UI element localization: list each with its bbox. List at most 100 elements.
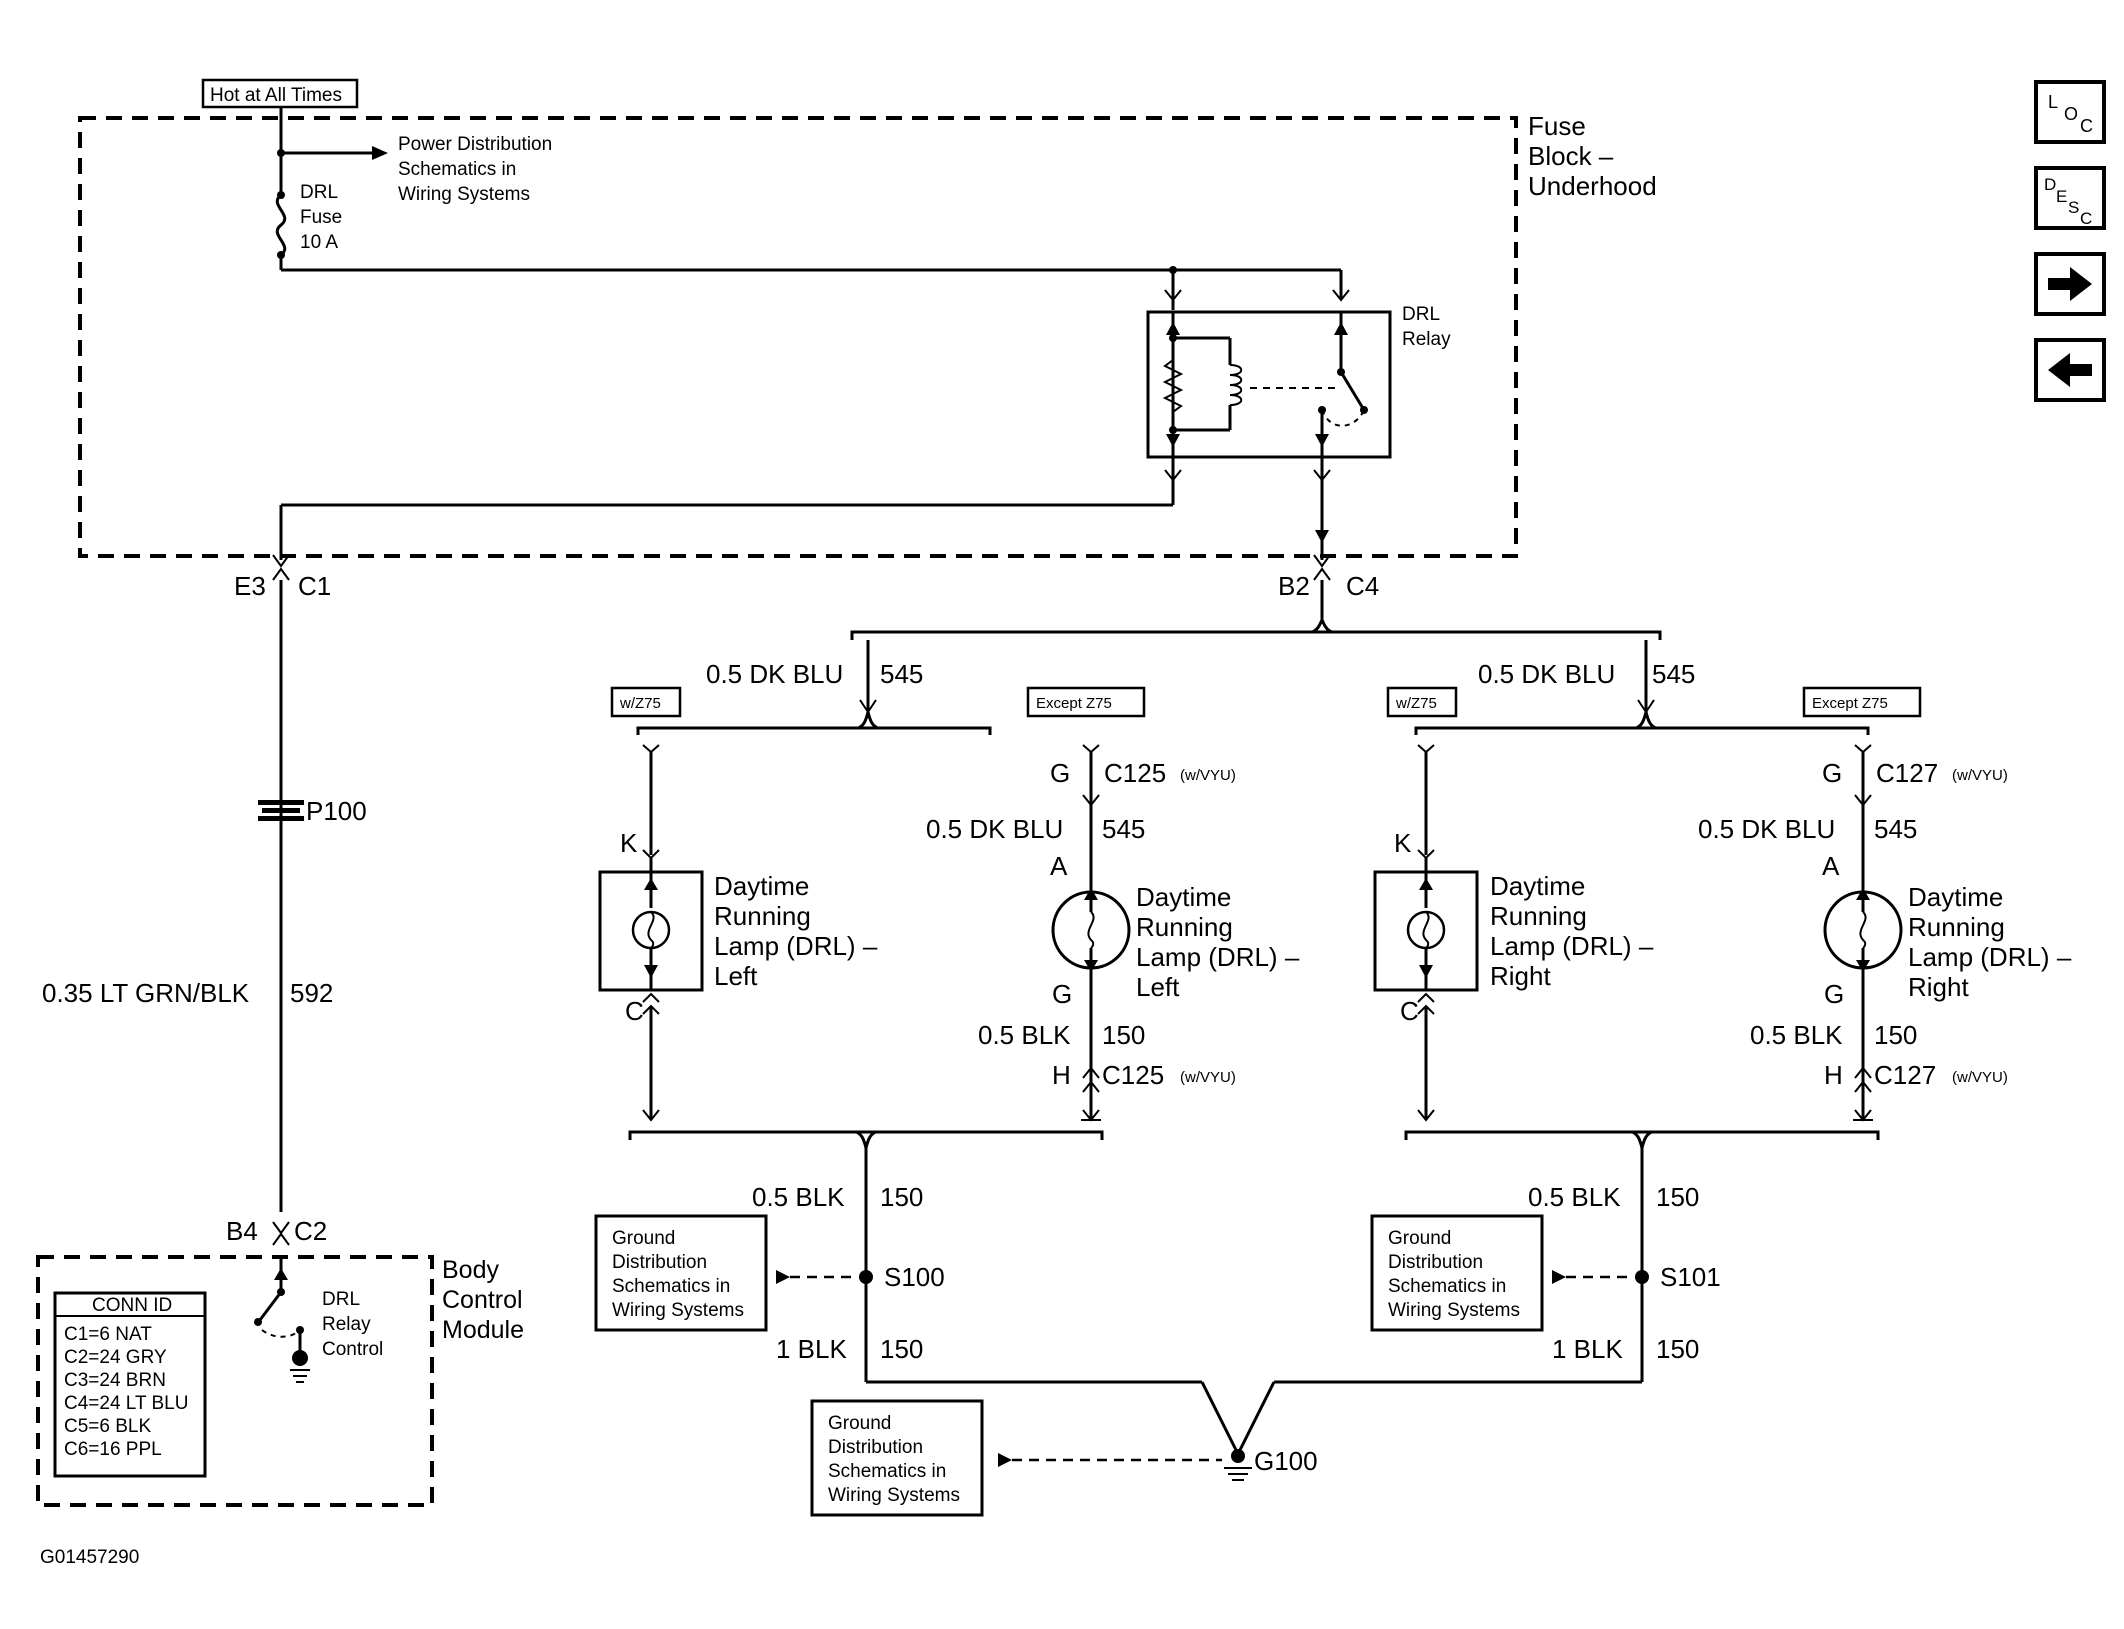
conn-id-row: C3=24 BRN [64, 1370, 166, 1391]
svg-text:545: 545 [1874, 814, 1917, 844]
relay-output-wires [279, 457, 1331, 560]
svg-text:545: 545 [1102, 814, 1145, 844]
svg-text:Running: Running [1908, 912, 2005, 942]
svg-text:G: G [1052, 979, 1072, 1009]
right-lamp-a-label: Daytime [1490, 871, 1585, 901]
svg-text:Lamp (DRL) –: Lamp (DRL) – [1490, 931, 1654, 961]
svg-text:Control: Control [322, 1339, 383, 1360]
svg-text:C127: C127 [1874, 1060, 1936, 1090]
svg-text:(w/VYU): (w/VYU) [1180, 1069, 1236, 1086]
left-lamp-a-label: Daytime [714, 871, 809, 901]
conn-id-row: C2=24 GRY [64, 1347, 167, 1368]
left-ground-bus [628, 1130, 1104, 1140]
svg-text:Schematics in: Schematics in [828, 1461, 946, 1482]
svg-text:Lamp (DRL) –: Lamp (DRL) – [1136, 942, 1300, 972]
svg-text:Block –: Block – [1528, 141, 1614, 171]
desc-button[interactable]: D E S C [2034, 166, 2106, 230]
fuse-block-underhood: Fuse Block – Underhood [78, 111, 1657, 558]
svg-text:Wiring Systems: Wiring Systems [398, 184, 530, 205]
body-control-module [36, 1255, 434, 1507]
svg-text:Right: Right [1490, 961, 1551, 991]
svg-text:0.5 BLK: 0.5 BLK [752, 1182, 845, 1212]
fuse-block-label: Fuse [1528, 111, 1586, 141]
distribution-bus [850, 630, 1662, 640]
conn-id-title: CONN ID [92, 1295, 172, 1316]
wire-592-number: 592 [290, 978, 333, 1008]
hot-at-all-times-label: Hot at All Times [201, 78, 359, 109]
s100-splice-wire [776, 1148, 1238, 1451]
svg-text:H: H [1824, 1060, 1843, 1090]
svg-text:Except Z75: Except Z75 [1812, 695, 1888, 712]
p100-splice [258, 800, 304, 821]
svg-text:Fuse: Fuse [300, 207, 342, 228]
except-z75-label: Except Z75 [1036, 695, 1112, 712]
conn-id-row: C5=6 BLK [64, 1416, 151, 1437]
wire-592-gauge: 0.35 LT GRN/BLK [42, 978, 250, 1008]
fuse-feed-wire [275, 107, 1341, 272]
svg-text:Hot at All Times: Hot at All Times [210, 85, 342, 106]
svg-text:S: S [2068, 198, 2079, 217]
drl-fuse-label: DRL [300, 182, 338, 203]
connector-c2: C2 [294, 1216, 327, 1246]
figure-id: G01457290 [40, 1547, 139, 1568]
svg-text:Ground: Ground [1388, 1228, 1451, 1249]
svg-text:Schematics in: Schematics in [612, 1276, 730, 1297]
g100-label: G100 [1254, 1446, 1318, 1476]
svg-text:O: O [2064, 104, 2078, 124]
svg-text:C127: C127 [1876, 758, 1938, 788]
connector-c4: C4 [1346, 571, 1379, 601]
bcm-relay-control-label: DRL [322, 1289, 360, 1310]
svg-text:150: 150 [880, 1182, 923, 1212]
s101-label: S101 [1660, 1262, 1721, 1292]
conn-id-row: C4=24 LT BLU [64, 1393, 188, 1414]
svg-text:C: C [625, 996, 644, 1026]
g100-ground [998, 1449, 1252, 1481]
connector-b2: B2 [1278, 571, 1310, 601]
svg-text:Running: Running [1490, 901, 1587, 931]
svg-text:Relay: Relay [1402, 329, 1451, 350]
svg-text:0.5 BLK: 0.5 BLK [1528, 1182, 1621, 1212]
svg-text:Running: Running [714, 901, 811, 931]
next-page-button[interactable] [2034, 252, 2106, 316]
svg-text:150: 150 [1656, 1182, 1699, 1212]
previous-page-button[interactable] [2034, 338, 2106, 402]
svg-text:Schematics in: Schematics in [398, 159, 516, 180]
conn-id-row: C1=6 NAT [64, 1324, 152, 1345]
svg-text:(w/VYU): (w/VYU) [1180, 767, 1236, 784]
left-lamp-b-label: Daytime [1136, 882, 1231, 912]
b2-c4-connector [1313, 554, 1331, 620]
svg-text:150: 150 [1102, 1020, 1145, 1050]
svg-text:C: C [2080, 116, 2093, 136]
svg-text:G: G [1822, 758, 1842, 788]
svg-text:150: 150 [880, 1334, 923, 1364]
left-arrow-icon [2048, 353, 2092, 387]
svg-text:C125: C125 [1104, 758, 1166, 788]
power-distribution-ref: Power Distribution [398, 134, 552, 155]
connector-e3: E3 [234, 571, 266, 601]
svg-text:(w/VYU): (w/VYU) [1952, 1069, 2008, 1086]
right-feed-gauge: 0.5 DK BLU [1478, 659, 1615, 689]
svg-text:G: G [1050, 758, 1070, 788]
svg-text:Schematics in: Schematics in [1388, 1276, 1506, 1297]
drl-relay [1146, 266, 1392, 459]
svg-text:Lamp (DRL) –: Lamp (DRL) – [1908, 942, 2072, 972]
left-feed-gauge: 0.5 DK BLU [706, 659, 843, 689]
left-feed-number: 545 [880, 659, 923, 689]
svg-text:L: L [2048, 92, 2058, 112]
conn-id-row: C6=16 PPL [64, 1439, 162, 1460]
svg-text:G: G [1824, 979, 1844, 1009]
wire-592 [258, 554, 304, 1246]
svg-text:E: E [2056, 187, 2067, 206]
s101-splice-wire [1238, 1148, 1649, 1451]
svg-text:C125: C125 [1102, 1060, 1164, 1090]
svg-text:Distribution: Distribution [1388, 1252, 1483, 1273]
right-branch: w/Z75 Except Z75 [1373, 640, 1922, 1122]
s101-ground-distribution-ref: Ground Distribution Schematics in Wiring… [1370, 1214, 1544, 1332]
svg-text:H: H [1052, 1060, 1071, 1090]
drl-relay-label: DRL [1402, 304, 1440, 325]
svg-text:Module: Module [442, 1316, 524, 1344]
loc-button[interactable]: L O C [2034, 80, 2106, 144]
svg-text:K: K [620, 828, 638, 858]
svg-text:Relay: Relay [322, 1314, 371, 1335]
